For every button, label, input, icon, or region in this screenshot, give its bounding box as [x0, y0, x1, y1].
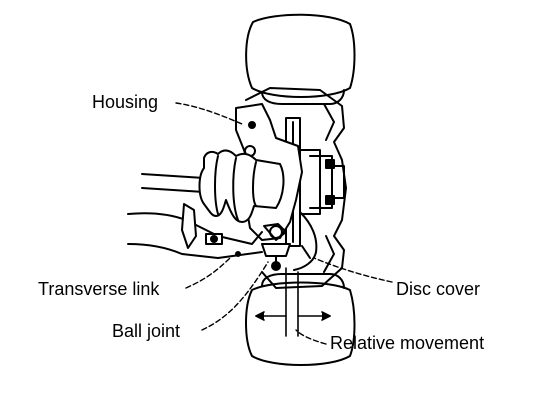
relative-movement-leader: [295, 329, 327, 345]
ball-joint-label: Ball joint: [112, 321, 181, 341]
housing-leader: [175, 102, 243, 125]
ball-joint-leader: [201, 261, 269, 331]
lower-tyre: [245, 273, 356, 366]
transverse-link-leader: [185, 255, 233, 289]
relative-movement-lines: [255, 267, 331, 337]
shaft-boot: [198, 149, 285, 223]
drive-shaft: [141, 173, 205, 193]
transverse-link-label: Transverse link: [38, 279, 160, 299]
leader-lines: [175, 102, 393, 345]
disc-cover-leader: [313, 257, 393, 283]
ball-joint: [261, 243, 291, 271]
housing-label: Housing: [92, 92, 159, 112]
wheel-rim: [245, 87, 347, 289]
disc-cover-label: Disc cover: [396, 279, 481, 299]
upper-tyre: [245, 13, 356, 105]
relative-movement-label: Relative movement: [330, 333, 485, 353]
disc-cover: [293, 211, 318, 271]
transverse-link: [127, 203, 263, 259]
